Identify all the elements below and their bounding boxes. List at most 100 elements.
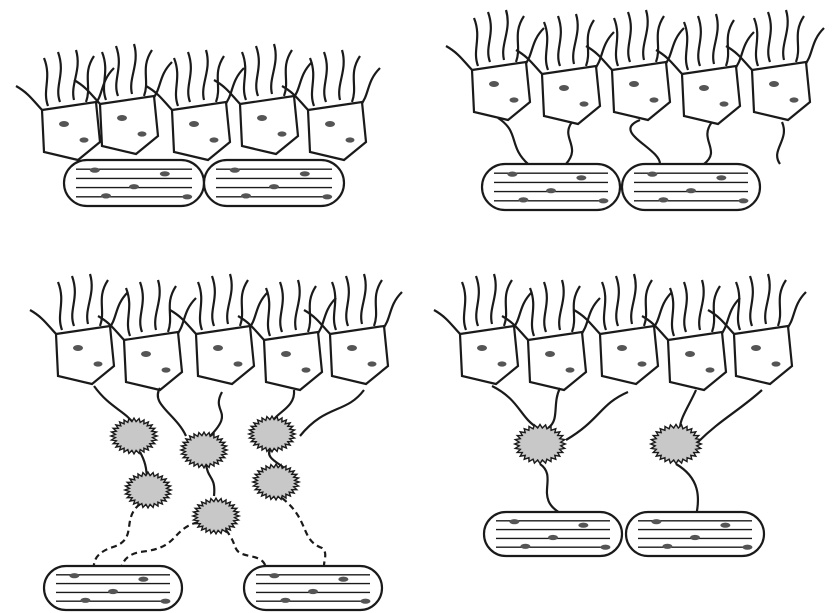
cell-body bbox=[752, 62, 810, 120]
nucleus bbox=[638, 361, 647, 366]
dashed-tether bbox=[226, 530, 270, 570]
solid-tether bbox=[548, 388, 560, 428]
nucleus bbox=[278, 131, 287, 136]
capsule-nucleus bbox=[69, 573, 79, 578]
nucleus bbox=[162, 367, 171, 372]
dashed-tether bbox=[92, 504, 140, 570]
cilia-strand bbox=[295, 280, 300, 330]
spiky-particle bbox=[111, 418, 157, 454]
capsule-nucleus bbox=[108, 589, 118, 594]
capsule-outline bbox=[244, 566, 382, 610]
nucleus bbox=[234, 361, 243, 366]
cilia-strand bbox=[446, 46, 474, 72]
cilia-strand bbox=[168, 286, 176, 332]
cilia-strand bbox=[155, 280, 160, 330]
cilia-strand bbox=[594, 32, 614, 70]
nucleus bbox=[281, 351, 291, 357]
cell bbox=[98, 280, 196, 390]
cilia-strand bbox=[544, 22, 548, 70]
capsule-nucleus bbox=[576, 175, 586, 180]
cilia-strand bbox=[58, 282, 62, 330]
cilia-strand bbox=[786, 292, 806, 330]
nucleus bbox=[772, 361, 781, 366]
nucleus bbox=[629, 81, 639, 87]
cilia-strand bbox=[530, 288, 534, 336]
capsule-nucleus bbox=[138, 577, 148, 582]
cilia-strand bbox=[58, 52, 61, 102]
cilia-strand bbox=[765, 274, 770, 324]
cilia-strand bbox=[108, 292, 128, 330]
cell-body bbox=[668, 332, 726, 390]
cilia-strand bbox=[572, 286, 580, 332]
cilia-strand bbox=[573, 14, 578, 64]
solid-tether bbox=[300, 390, 364, 436]
cilia-strand bbox=[670, 288, 674, 336]
cell-body bbox=[172, 102, 230, 160]
substrate-capsule bbox=[204, 160, 344, 206]
capsule-nucleus bbox=[269, 184, 279, 189]
capsule-nucleus bbox=[101, 193, 111, 198]
spiky-particle bbox=[181, 432, 227, 468]
capsule-nucleus bbox=[338, 577, 348, 582]
capsule-nucleus bbox=[520, 544, 530, 549]
cilia-strand bbox=[712, 286, 720, 332]
cilia-strand bbox=[616, 276, 619, 326]
cilia-strand bbox=[664, 28, 684, 66]
cilia-strand bbox=[783, 10, 788, 60]
capsule-nucleus bbox=[686, 188, 696, 193]
nucleus bbox=[346, 137, 355, 142]
nucleus bbox=[617, 345, 627, 351]
substrate-capsule bbox=[622, 164, 760, 210]
cell-body bbox=[460, 326, 518, 384]
cilia-strand bbox=[736, 282, 740, 330]
capsule-outline bbox=[44, 566, 182, 610]
panel-bottom-left bbox=[30, 274, 402, 610]
spiky-particle bbox=[253, 464, 299, 500]
nucleus bbox=[559, 85, 569, 91]
substrate-capsule bbox=[44, 566, 182, 610]
capsule-nucleus bbox=[80, 598, 90, 603]
solid-tether bbox=[630, 120, 660, 164]
nucleus bbox=[257, 115, 267, 121]
cilia-strand bbox=[750, 276, 753, 326]
capsule-nucleus bbox=[241, 193, 251, 198]
cell bbox=[642, 280, 740, 390]
capsule-nucleus bbox=[230, 168, 240, 173]
cilia-strand bbox=[280, 282, 283, 332]
cilia-strand bbox=[643, 10, 648, 60]
cell bbox=[238, 280, 336, 390]
cell-body bbox=[100, 96, 158, 154]
capsule-nucleus bbox=[662, 544, 672, 549]
cilia-strand bbox=[726, 20, 734, 66]
spiky-particle bbox=[125, 472, 171, 508]
cilia-strand bbox=[524, 28, 544, 66]
solid-tether bbox=[566, 122, 572, 164]
cilia-strand bbox=[713, 14, 718, 64]
capsule-nucleus bbox=[360, 599, 370, 604]
nucleus bbox=[566, 367, 575, 372]
cilia-strand bbox=[339, 50, 344, 100]
capsule-outline bbox=[626, 512, 764, 556]
nucleus bbox=[368, 361, 377, 366]
capsule-nucleus bbox=[600, 545, 610, 550]
capsule-nucleus bbox=[546, 188, 556, 193]
nucleus bbox=[80, 137, 89, 142]
capsule-nucleus bbox=[182, 194, 192, 199]
cilia-strand bbox=[488, 12, 491, 62]
nucleus bbox=[141, 351, 151, 357]
cilia-strand bbox=[512, 292, 532, 330]
cilia-strand bbox=[152, 62, 172, 100]
panel-top-left bbox=[16, 44, 380, 206]
cilia-strand bbox=[796, 16, 804, 62]
capsule-nucleus bbox=[322, 194, 332, 199]
nucleus bbox=[769, 81, 779, 87]
cilia-strand bbox=[102, 52, 106, 100]
nucleus bbox=[210, 137, 219, 142]
capsule-nucleus bbox=[651, 519, 661, 524]
solid-tether bbox=[676, 464, 698, 516]
cilia-strand bbox=[227, 274, 232, 324]
nucleus bbox=[580, 101, 589, 106]
cell bbox=[446, 10, 544, 120]
capsule-nucleus bbox=[720, 523, 730, 528]
